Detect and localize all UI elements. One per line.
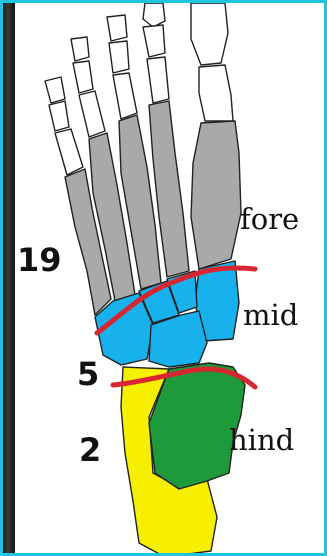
phalanx-toe-5-middle [49, 101, 69, 131]
phalanx-toe-3-distal [107, 15, 127, 41]
forefoot-bone-count: 19 [17, 244, 62, 276]
fore-label: fore [240, 205, 299, 234]
phalanx-toe-1-distal [191, 3, 228, 65]
phalanx-toe-5-proximal [55, 129, 83, 175]
phalanx-toe-3-proximal [113, 73, 137, 119]
midfoot-bone-count: 5 [77, 358, 99, 390]
phalanx-toe-3-middle [109, 41, 129, 73]
foot-bones-diagram [3, 3, 327, 556]
phalanx-toe-4-proximal [79, 91, 105, 137]
phalanx-toe-4-distal [71, 37, 89, 61]
hindfoot-group [121, 363, 245, 556]
phalanx-toe-5-distal [45, 77, 65, 103]
mid-label: mid [243, 301, 298, 330]
phalanx-toe-2-proximal [147, 57, 169, 103]
metatarsal-1 [191, 121, 241, 269]
phalanx-toe-2-distal [143, 3, 165, 27]
hind-label: hind [229, 426, 294, 455]
hindfoot-bone-count: 2 [79, 434, 101, 466]
phalanx-toe-4-middle [73, 61, 93, 93]
phalanx-toe-1-proximal [199, 65, 233, 121]
phalanx-toe-2-middle [143, 25, 165, 57]
